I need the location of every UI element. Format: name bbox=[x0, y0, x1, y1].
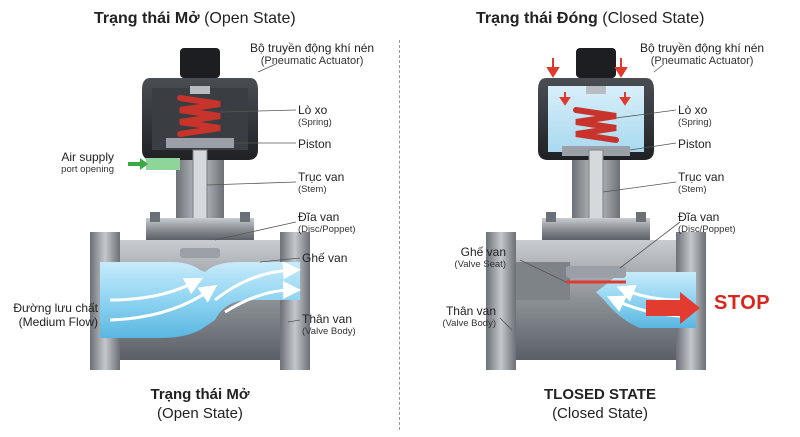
left-label-actuator: Bộ truyền động khí nén(Pneumatic Actuato… bbox=[250, 41, 375, 67]
left-label-flow: Đường lưu chất(Medium Flow) bbox=[13, 301, 98, 329]
right-label-body: Thân van(Valve Body) bbox=[442, 304, 496, 329]
open-valve bbox=[90, 48, 310, 370]
right-flange bbox=[280, 232, 310, 370]
center-divider bbox=[399, 40, 400, 430]
disc-closed bbox=[566, 266, 626, 278]
left-label-piston: Piston bbox=[298, 137, 332, 151]
left-flange bbox=[486, 232, 516, 370]
right-title: Trạng thái Đóng (Closed State) bbox=[476, 10, 705, 27]
left-label-spring: Lò xo(Spring) bbox=[298, 103, 332, 128]
piston bbox=[166, 138, 234, 148]
spring bbox=[177, 86, 221, 137]
left-title: Trạng thái Mở (Open State) bbox=[94, 10, 296, 27]
stop-label: STOP bbox=[714, 292, 771, 314]
pressure-arrows bbox=[546, 58, 631, 106]
left-label-disc: Đĩa van(Disc/Poppet) bbox=[298, 210, 356, 235]
stop-arrow bbox=[646, 292, 700, 324]
closed-valve bbox=[486, 48, 706, 370]
actuator-cap bbox=[576, 48, 616, 78]
left-label-seat: Ghế van bbox=[302, 251, 348, 265]
left-bottom-caption: Trạng thái Mở(Open State) bbox=[150, 386, 250, 422]
right-label-disc: Đĩa van(Disc/Poppet) bbox=[678, 210, 736, 235]
right-label-stem: Trục van(Stem) bbox=[678, 170, 725, 195]
actuator-cap bbox=[180, 48, 220, 78]
right-label-piston: Piston bbox=[678, 137, 712, 151]
bonnet-flange bbox=[146, 218, 254, 240]
left-label-stem: Trục van(Stem) bbox=[298, 170, 345, 195]
right-bottom-caption: TLOSED STATE(Closed State) bbox=[544, 386, 656, 422]
right-label-spring: Lò xo(Spring) bbox=[678, 103, 712, 128]
bonnet-flange bbox=[542, 218, 650, 240]
air-supply-arrow bbox=[140, 158, 148, 170]
right-label-seat: Ghế van(Valve Seat) bbox=[454, 245, 506, 270]
disc-open bbox=[180, 248, 220, 258]
air-supply-port bbox=[146, 158, 180, 170]
right-label-actuator: Bộ truyền động khí nén(Pneumatic Actuato… bbox=[640, 41, 765, 67]
left-label-body: Thân van(Valve Body) bbox=[302, 312, 356, 337]
spring bbox=[573, 86, 619, 143]
